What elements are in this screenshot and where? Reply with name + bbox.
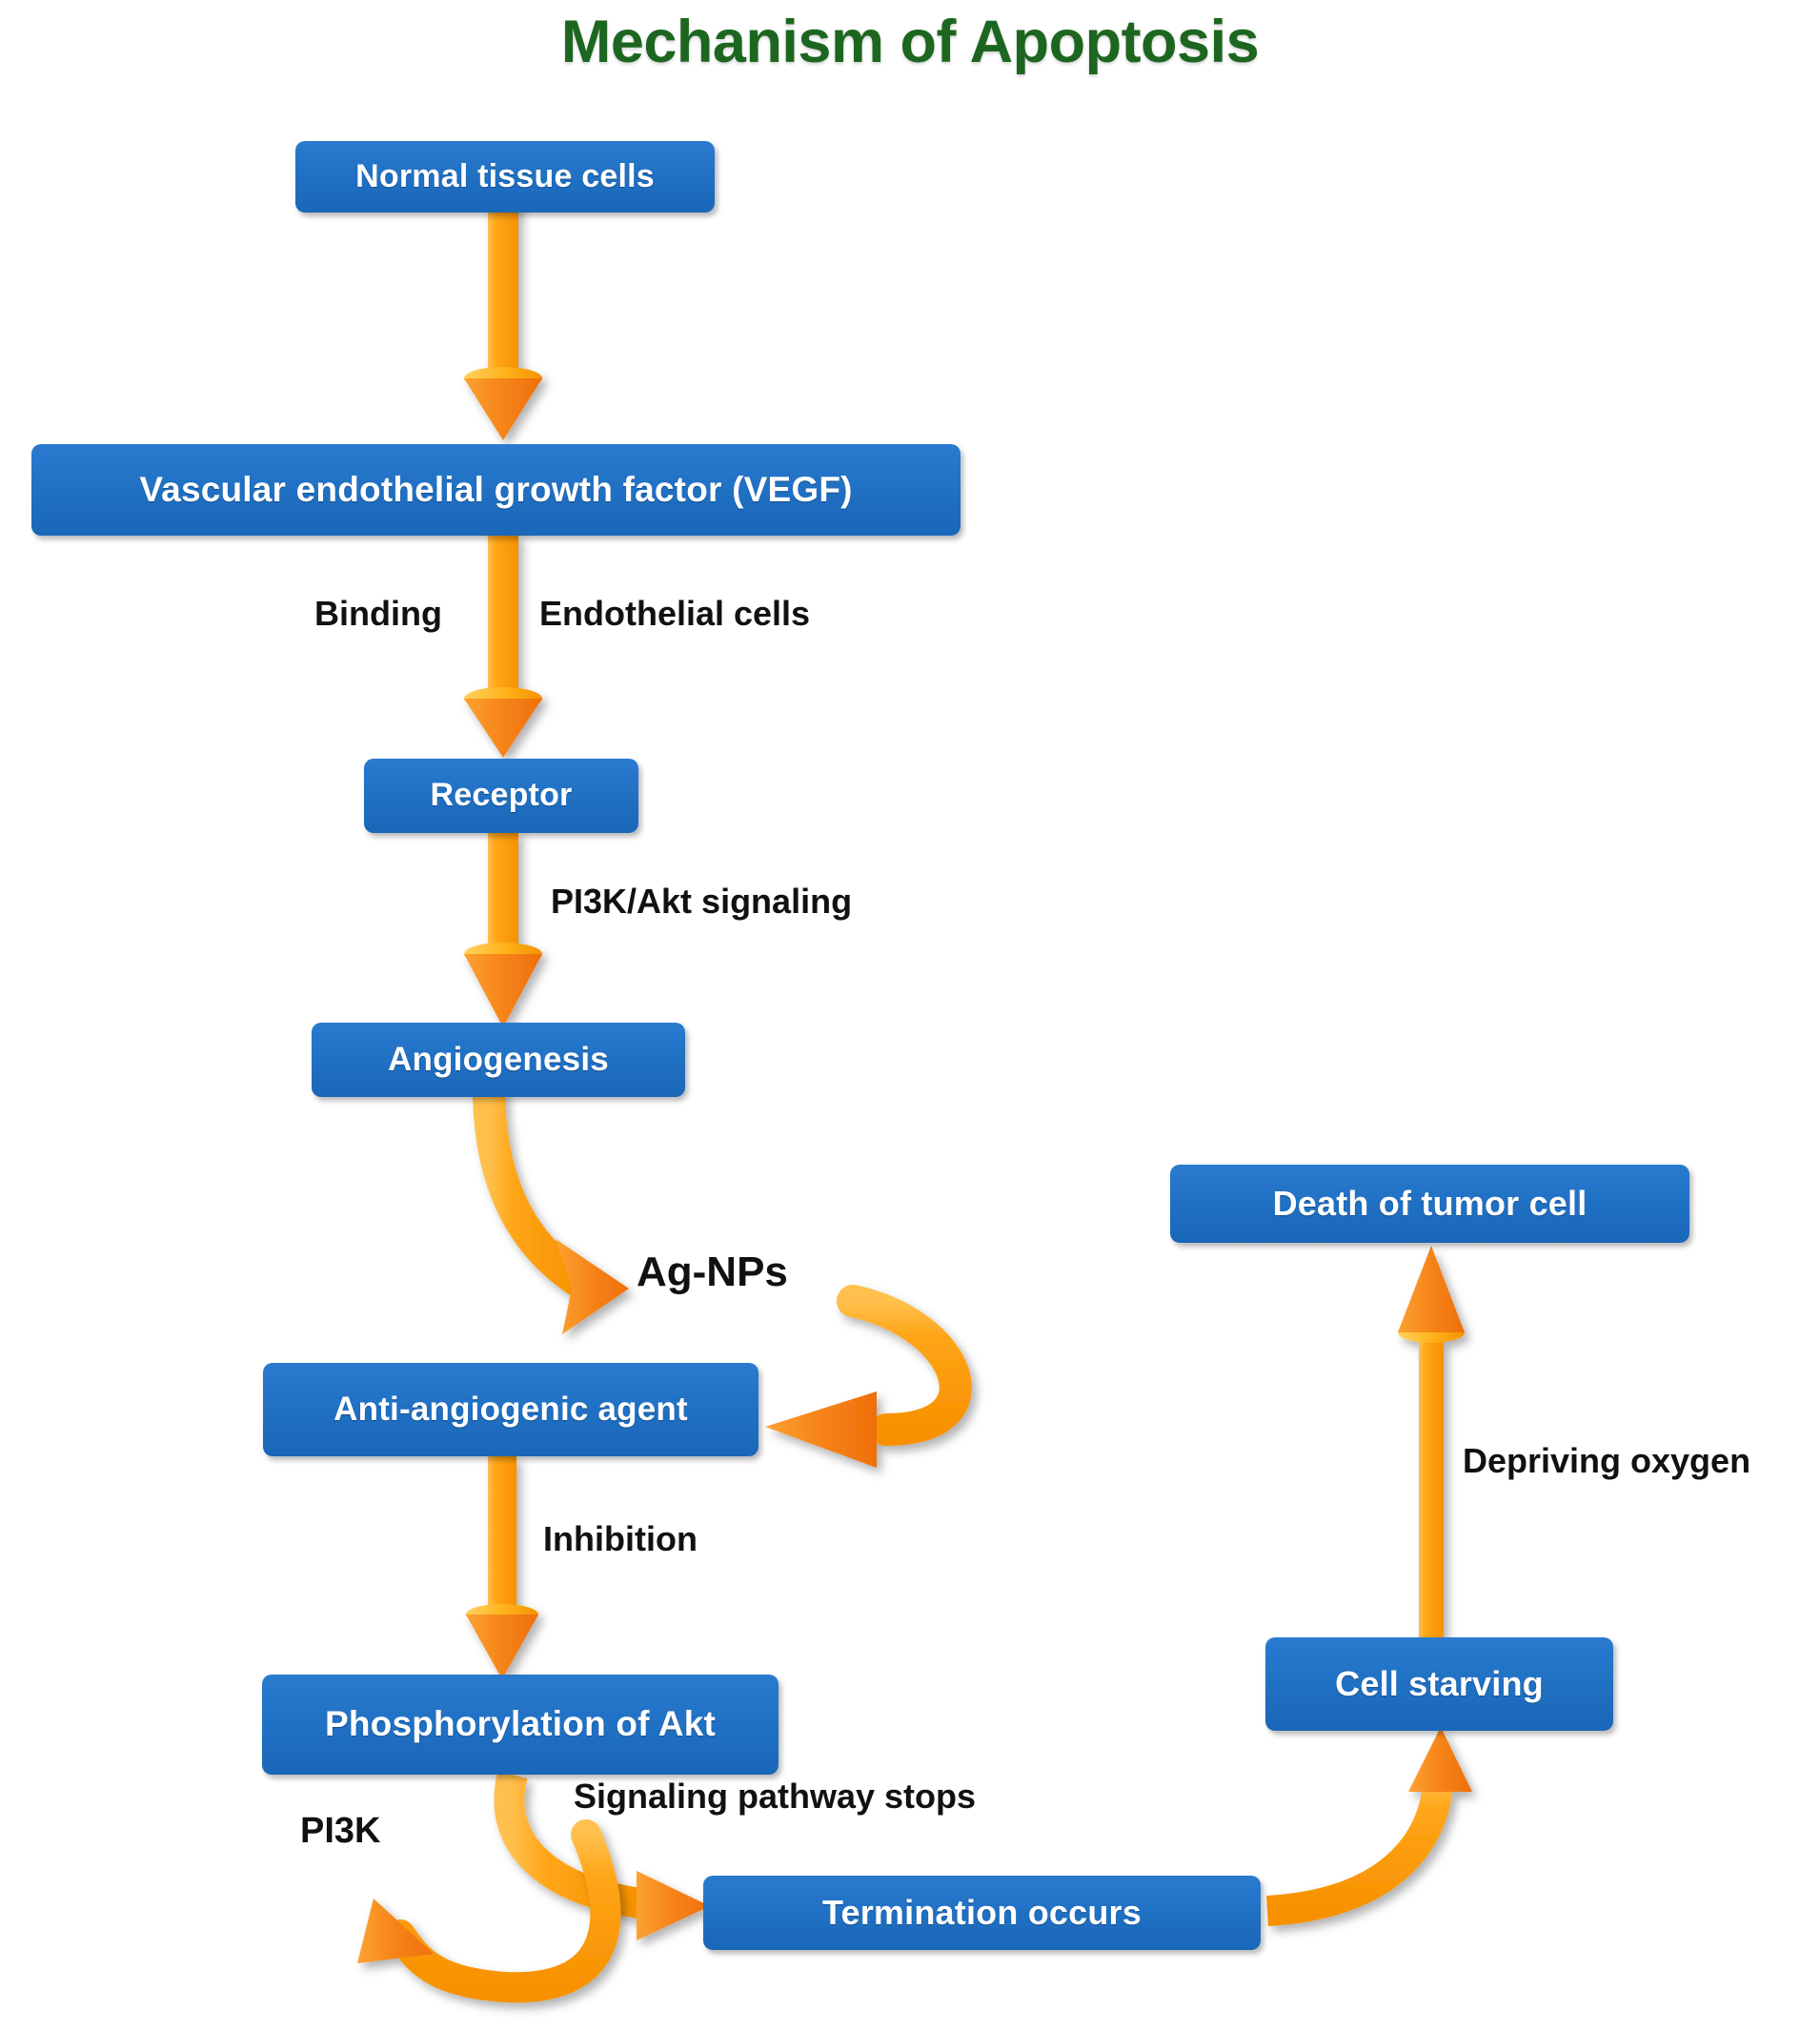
node-termination-occurs[interactable]: Termination occurs [703,1876,1261,1950]
arrow-receptor-to-angiogenesis [464,831,542,1027]
edge-label-inhibition: Inhibition [543,1519,698,1558]
node-label: Termination occurs [821,1893,1142,1933]
node-label: Receptor [430,777,573,814]
node-cell-starving[interactable]: Cell starving [1265,1637,1613,1731]
edge-label-ag-nps: Ag-NPs [637,1249,788,1295]
node-death-of-tumor-cell[interactable]: Death of tumor cell [1170,1165,1689,1243]
node-angiogenesis[interactable]: Angiogenesis [312,1023,685,1097]
edge-label-binding: Binding [314,594,442,633]
arrow-agnps-to-anti-angiogenic [765,1285,972,1468]
node-vegf[interactable]: Vascular endothelial growth factor (VEGF… [31,444,961,536]
node-label: Cell starving [1335,1664,1544,1704]
node-normal-tissue-cells[interactable]: Normal tissue cells [295,141,715,213]
arrow-loop-to-pi3k [357,1819,621,2003]
edge-label-pi3k-akt-signaling: PI3K/Akt signaling [551,882,853,921]
arrow-angiogenesis-to-agnps [473,1086,629,1334]
arrow-normal-to-vegf [464,187,542,440]
edge-label-endothelial-cells: Endothelial cells [539,594,811,633]
arrow-anti-angiogenic-to-phosphorylation [466,1456,538,1679]
page-title: Mechanism of Apoptosis [560,9,1260,75]
edge-label-pi3k: PI3K [300,1811,381,1851]
arrow-vegf-to-receptor [464,534,542,758]
edge-label-signaling-pathway-stops: Signaling pathway stops [574,1777,977,1816]
node-label: Vascular endothelial growth factor (VEGF… [139,469,853,509]
node-label: Normal tissue cells [355,157,655,194]
node-label: Death of tumor cell [1272,1184,1587,1224]
node-anti-angiogenic-agent[interactable]: Anti-angiogenic agent [263,1363,758,1456]
node-phosphorylation-of-akt[interactable]: Phosphorylation of Akt [262,1675,779,1775]
node-label: Angiogenesis [388,1040,609,1078]
arrow-termination-to-cell-starving [1265,1727,1472,1926]
node-label: Phosphorylation of Akt [324,1704,717,1744]
node-label: Anti-angiogenic agent [334,1390,688,1428]
arrow-cell-starving-to-death [1398,1246,1465,1639]
node-receptor[interactable]: Receptor [364,759,638,833]
edge-label-depriving-oxygen: Depriving oxygen [1463,1441,1751,1480]
